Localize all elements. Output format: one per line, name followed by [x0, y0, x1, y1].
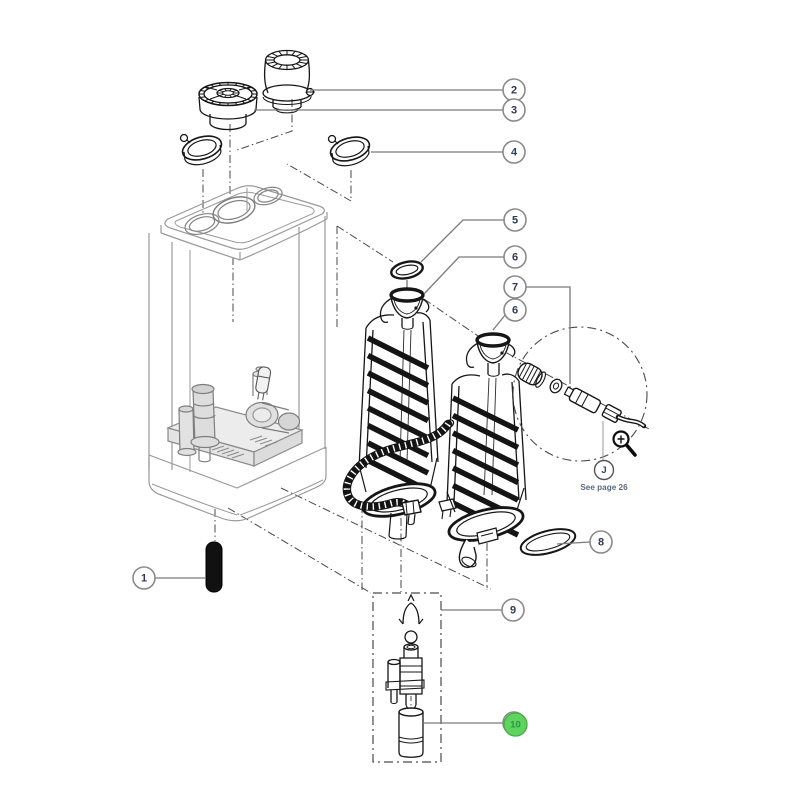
corrugated-hose: [342, 419, 455, 526]
detail-note[interactable]: J See page 26: [580, 459, 628, 493]
cap-part-2: [262, 49, 315, 114]
callouts-layer: 1 2 3 4 5 6 7 6 8 9 10: [132, 78, 613, 737]
callout-5[interactable]: 5: [420, 208, 527, 263]
seal-ring-4-left: [179, 133, 223, 166]
svg-text:2: 2: [511, 85, 517, 97]
cabinet: [148, 185, 328, 522]
valve-assembly: [166, 366, 304, 467]
callout-7[interactable]: 7: [503, 275, 571, 384]
check-ball: [404, 630, 418, 644]
service-kit-box-9: [372, 592, 442, 763]
rod-part-1: [205, 541, 223, 593]
svg-text:9: 9: [510, 605, 516, 617]
construction-lines: [202, 99, 492, 594]
svg-text:4: 4: [511, 147, 518, 159]
svg-text:6: 6: [512, 305, 518, 317]
svg-text:3: 3: [511, 105, 517, 117]
tank-funnel-left: [379, 287, 430, 330]
callout-8[interactable]: 8: [556, 530, 613, 554]
callout-4[interactable]: 4: [371, 140, 526, 164]
cap-part-3: [198, 81, 258, 131]
seal-ring-4-right: [327, 134, 371, 167]
cabinet-base: [148, 446, 327, 522]
cabinet-pin-part: [255, 366, 272, 401]
svg-text:10: 10: [510, 720, 521, 731]
o-ring-5: [390, 260, 424, 280]
svg-text:8: 8: [598, 537, 604, 549]
detail-note-label: J: [601, 465, 606, 476]
callout-6[interactable]: 6: [423, 245, 527, 295]
resin-tank-right: [438, 332, 527, 568]
svg-text:5: 5: [512, 215, 518, 227]
retaining-clip: [398, 593, 424, 625]
callout-3[interactable]: 3: [254, 98, 526, 122]
callout-6[interactable]: 6: [492, 298, 527, 331]
svg-text:7: 7: [512, 282, 518, 294]
callout-1[interactable]: 1: [132, 566, 206, 590]
cylinder-part-10: [398, 707, 424, 758]
detail-circle: J See page 26: [504, 326, 650, 493]
svg-text:1: 1: [141, 573, 147, 585]
cabinet-body: [148, 188, 326, 472]
svg-text:6: 6: [512, 252, 518, 264]
cabinet-top-plate: [160, 185, 328, 261]
magnifier-icon: [612, 430, 637, 457]
tank-funnel-right: [465, 332, 516, 377]
callout-9[interactable]: 9: [441, 598, 525, 622]
gasket-8: [519, 528, 577, 556]
see-page-note: See page 26: [580, 483, 628, 492]
tank-collar-right: [446, 487, 525, 568]
callout-10[interactable]: 10: [423, 711, 528, 737]
washer: [549, 378, 563, 394]
